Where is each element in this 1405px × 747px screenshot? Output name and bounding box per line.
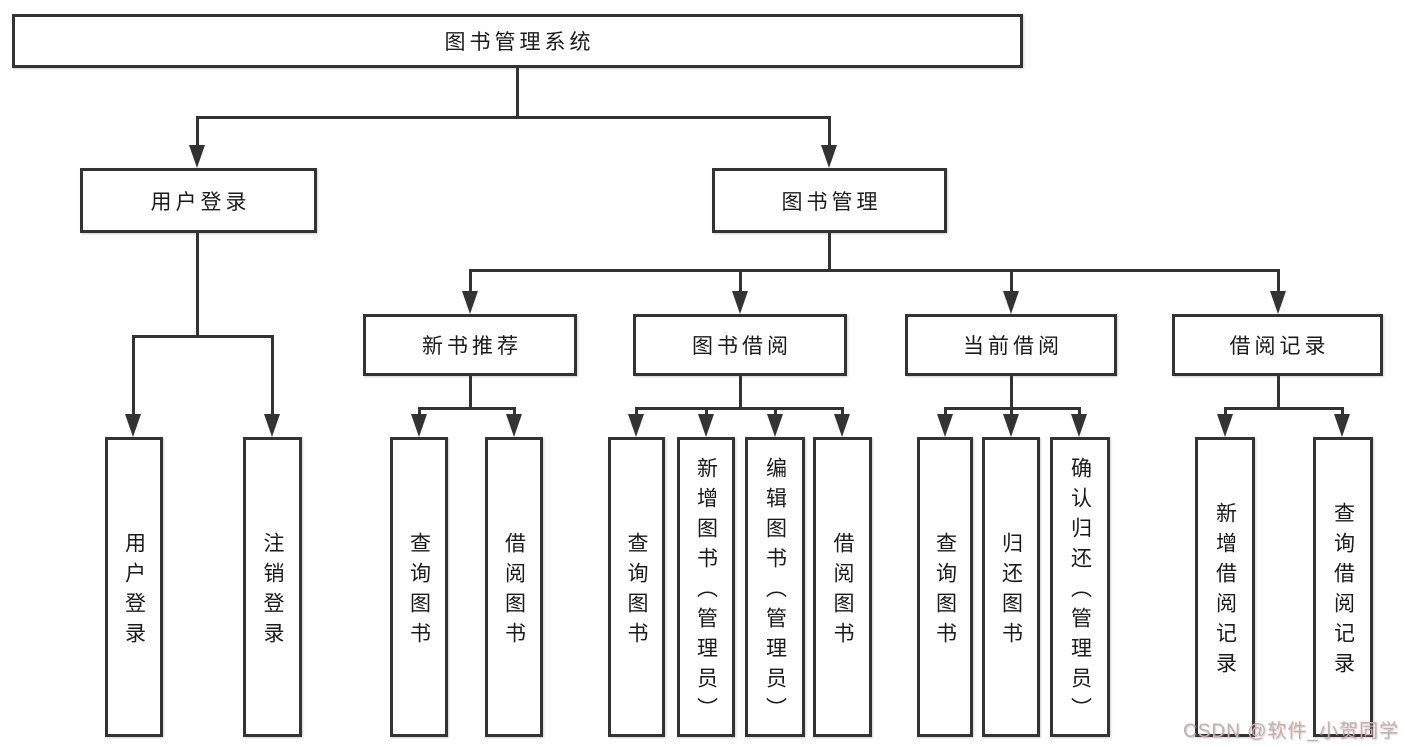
connector-line xyxy=(774,407,777,417)
csdn-watermark: CSDN @软件_小贺同学 xyxy=(1183,721,1399,742)
connector-line xyxy=(469,269,1280,272)
connector-line xyxy=(271,335,274,417)
connector-line xyxy=(635,407,844,410)
arrow-down-icon xyxy=(1003,414,1019,437)
leaf-borrow-books-borrowing: 借阅图书 xyxy=(813,437,872,737)
connector-line xyxy=(944,407,947,417)
connector-line xyxy=(1010,407,1013,417)
connector-line xyxy=(1277,376,1280,407)
arrow-down-icon xyxy=(767,414,783,437)
connector-line xyxy=(516,68,519,116)
connector-line xyxy=(469,269,472,293)
node-book-borrowing: 图书借阅 xyxy=(633,314,847,376)
arrow-down-icon xyxy=(628,414,644,437)
node-current-borrowing: 当前借阅 xyxy=(905,314,1117,376)
connector-line xyxy=(1224,407,1344,410)
connector-line xyxy=(705,407,708,417)
leaf-logout: 注销登录 xyxy=(243,437,302,737)
node-new-book-recommendation: 新书推荐 xyxy=(363,314,577,376)
arrow-down-icon xyxy=(821,145,837,168)
connector-line xyxy=(1010,376,1013,407)
arrow-down-icon xyxy=(506,414,522,437)
connector-line xyxy=(132,335,135,417)
connector-line xyxy=(739,269,742,293)
arrow-down-icon xyxy=(462,291,478,314)
leaf-return-books: 归还图书 xyxy=(982,437,1040,737)
arrow-down-icon xyxy=(1334,414,1350,437)
leaf-edit-books-admin: 编辑图书（管理员） xyxy=(745,437,805,737)
connector-line xyxy=(739,376,742,407)
arrow-down-icon xyxy=(732,291,748,314)
arrow-down-icon xyxy=(125,414,141,437)
connector-line xyxy=(196,233,199,335)
node-borrowing-records: 借阅记录 xyxy=(1172,314,1383,376)
connector-line xyxy=(1277,269,1280,293)
leaf-add-books-admin: 新增图书（管理员） xyxy=(677,437,735,737)
arrow-down-icon xyxy=(1270,291,1286,314)
arrow-down-icon xyxy=(1071,414,1087,437)
arrow-down-icon xyxy=(264,414,280,437)
connector-line xyxy=(513,407,516,417)
connector-line xyxy=(418,407,516,410)
arrow-down-icon xyxy=(411,414,427,437)
connector-line xyxy=(1224,407,1227,417)
node-user-login: 用户登录 xyxy=(80,168,317,233)
connector-line xyxy=(828,233,831,269)
connector-line xyxy=(1010,269,1013,293)
node-book-management: 图书管理 xyxy=(712,168,947,233)
leaf-borrow-books-recommend: 借阅图书 xyxy=(485,437,543,737)
leaf-query-borrow-record: 查询借阅记录 xyxy=(1313,437,1373,737)
leaf-confirm-return-admin: 确认归还（管理员） xyxy=(1050,437,1110,737)
arrow-down-icon xyxy=(834,414,850,437)
node-library-management-system: 图书管理系统 xyxy=(12,14,1023,68)
leaf-query-books-borrowing: 查询图书 xyxy=(608,437,665,737)
connector-line xyxy=(132,335,274,338)
leaf-add-borrow-record: 新增借阅记录 xyxy=(1195,437,1255,737)
arrow-down-icon xyxy=(1217,414,1233,437)
connector-line xyxy=(1341,407,1344,417)
connector-line xyxy=(196,116,830,119)
connector-line xyxy=(469,376,472,407)
connector-line xyxy=(841,407,844,417)
leaf-query-books-current: 查询图书 xyxy=(917,437,973,737)
arrow-down-icon xyxy=(1003,291,1019,314)
connector-line xyxy=(196,116,199,148)
arrow-down-icon xyxy=(698,414,714,437)
connector-line xyxy=(828,116,831,148)
connector-line xyxy=(635,407,638,417)
arrow-down-icon xyxy=(937,414,953,437)
connector-line xyxy=(418,407,421,417)
leaf-query-books-recommend: 查询图书 xyxy=(390,437,448,737)
arrow-down-icon xyxy=(189,145,205,168)
connector-line xyxy=(1078,407,1081,417)
leaf-user-login: 用户登录 xyxy=(105,437,163,737)
